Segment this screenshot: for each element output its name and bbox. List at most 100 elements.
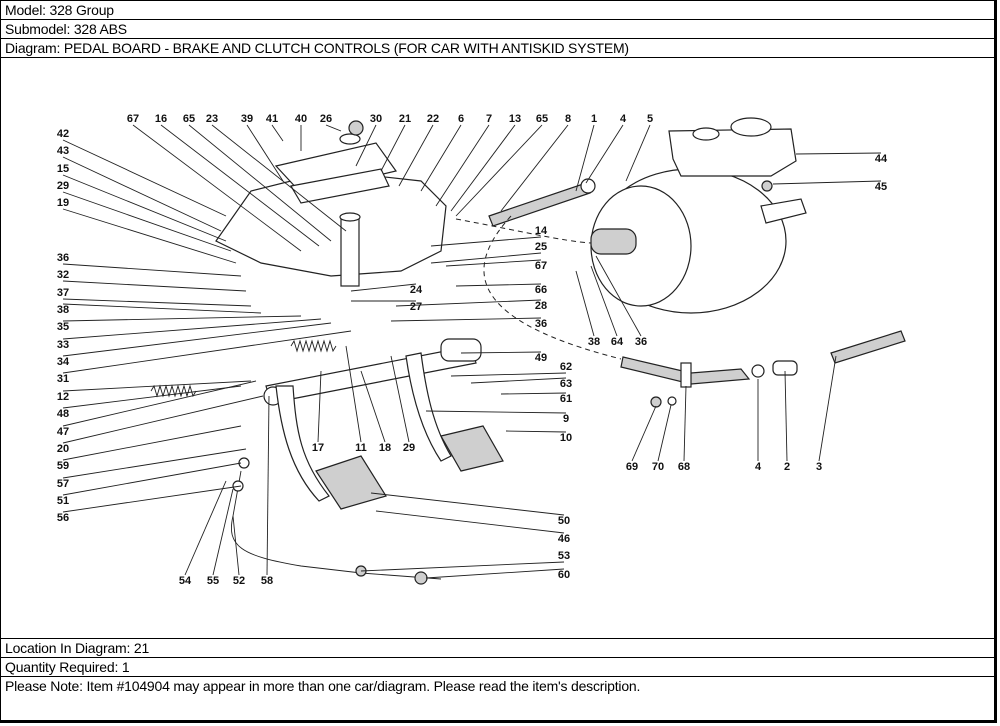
leader-line-left-14 bbox=[62, 385, 242, 409]
callout-top-2: 65 bbox=[183, 113, 195, 125]
callout-cr-16: 53 bbox=[558, 550, 570, 562]
leader-line-bst-5 bbox=[631, 405, 657, 462]
callout-left-6: 32 bbox=[57, 269, 69, 281]
callout-bot-2: 52 bbox=[233, 575, 245, 587]
leader-line-top-15 bbox=[500, 124, 569, 212]
callout-left-12: 31 bbox=[57, 373, 69, 385]
leader-line-bot-0 bbox=[184, 480, 227, 576]
leader-line-top-1 bbox=[160, 124, 320, 247]
leader-line-left-1 bbox=[62, 156, 222, 232]
leader-line-top-11 bbox=[420, 124, 462, 192]
leader-line-left-12 bbox=[62, 330, 352, 374]
assembly-dash-2 bbox=[483, 215, 622, 360]
callout-left-4: 19 bbox=[57, 197, 69, 209]
callout-bot-4: 17 bbox=[312, 442, 324, 454]
submodel-label: Submodel: 328 ABS bbox=[1, 20, 994, 39]
item-note: Please Note: Item #104904 may appear in … bbox=[5, 678, 641, 694]
model-label: Model: 328 Group bbox=[1, 1, 994, 20]
callout-bst-6: 70 bbox=[652, 461, 664, 473]
callout-top-9: 21 bbox=[399, 113, 411, 125]
leader-line-left-15 bbox=[62, 380, 257, 427]
leader-line-top-3 bbox=[211, 124, 347, 232]
callout-top-14: 65 bbox=[536, 113, 548, 125]
callout-bot-6: 18 bbox=[379, 442, 391, 454]
leader-line-bot-1 bbox=[212, 488, 234, 576]
callout-top-12: 7 bbox=[486, 113, 492, 125]
callout-bst-4: 36 bbox=[635, 336, 647, 348]
callout-top-13: 13 bbox=[509, 113, 521, 125]
callout-left-10: 33 bbox=[57, 339, 69, 351]
leader-line-top-0 bbox=[132, 124, 302, 252]
callout-cr-5: 27 bbox=[410, 301, 422, 313]
leader-line-cr-17 bbox=[425, 568, 565, 579]
return-spring-left bbox=[150, 384, 197, 398]
callout-cr-9: 62 bbox=[560, 361, 572, 373]
leader-line-left-13 bbox=[62, 380, 252, 392]
return-spring-center bbox=[290, 339, 337, 353]
vacuum-hose-upper bbox=[488, 178, 596, 227]
callout-cr-14: 50 bbox=[558, 515, 570, 527]
callout-bst-9: 2 bbox=[784, 461, 790, 473]
leader-line-top-14 bbox=[455, 124, 543, 217]
leader-line-left-6 bbox=[62, 280, 247, 292]
callout-top-18: 5 bbox=[647, 113, 653, 125]
leader-line-cr-10 bbox=[470, 377, 567, 384]
assembly-dash-1 bbox=[455, 218, 592, 244]
leader-line-left-5 bbox=[62, 263, 242, 277]
leader-line-top-2 bbox=[188, 124, 332, 242]
callout-cr-17: 60 bbox=[558, 569, 570, 581]
leader-line-cr-0 bbox=[430, 236, 542, 247]
callout-left-11: 34 bbox=[57, 356, 70, 368]
brake-booster bbox=[590, 168, 807, 314]
brake-pedal bbox=[405, 352, 504, 472]
leader-line-left-17 bbox=[62, 425, 242, 461]
leader-line-left-8 bbox=[62, 303, 262, 314]
clutch-pedal bbox=[275, 385, 387, 510]
callout-bst-5: 69 bbox=[626, 461, 638, 473]
leader-line-bst-1 bbox=[772, 180, 882, 185]
callout-top-8: 30 bbox=[370, 113, 382, 125]
leader-line-bst-2 bbox=[575, 270, 595, 337]
leader-line-left-19 bbox=[62, 462, 242, 496]
leader-line-top-13 bbox=[450, 124, 516, 212]
callout-bot-5: 11 bbox=[355, 442, 367, 454]
leader-line-cr-6 bbox=[395, 299, 542, 307]
leader-line-top-7 bbox=[325, 124, 342, 132]
callout-left-13: 12 bbox=[57, 391, 69, 403]
callout-bst-7: 68 bbox=[678, 461, 690, 473]
callout-cr-6: 28 bbox=[535, 300, 547, 312]
leader-line-cr-14 bbox=[370, 492, 565, 516]
callout-cr-4: 66 bbox=[535, 284, 547, 296]
callout-top-4: 39 bbox=[241, 113, 253, 125]
leader-line-left-3 bbox=[62, 191, 232, 252]
callout-cr-15: 46 bbox=[558, 533, 570, 545]
callout-top-0: 67 bbox=[127, 113, 139, 125]
callout-left-0: 42 bbox=[57, 128, 69, 140]
callout-top-6: 40 bbox=[295, 113, 307, 125]
leader-line-bot-2 bbox=[232, 515, 240, 576]
leader-line-left-18 bbox=[62, 448, 247, 479]
leader-line-cr-4 bbox=[455, 283, 542, 287]
callout-cr-13: 10 bbox=[560, 432, 572, 444]
callout-left-2: 15 bbox=[57, 163, 69, 175]
leader-line-bot-3 bbox=[266, 395, 270, 576]
callout-bst-0: 44 bbox=[875, 153, 888, 165]
leader-line-left-9 bbox=[62, 315, 302, 322]
leader-line-left-16 bbox=[62, 395, 264, 444]
callout-left-19: 51 bbox=[57, 495, 69, 507]
leader-line-left-11 bbox=[62, 322, 332, 357]
leader-line-left-20 bbox=[62, 485, 242, 513]
leader-line-cr-2 bbox=[445, 259, 542, 267]
pedal-box-housing bbox=[215, 120, 447, 287]
leader-line-top-17 bbox=[585, 124, 624, 184]
diagram-title: Diagram: PEDAL BOARD - BRAKE AND CLUTCH … bbox=[1, 39, 994, 58]
leader-line-top-4 bbox=[246, 124, 284, 182]
leader-line-bst-7 bbox=[683, 385, 687, 462]
leader-line-top-10 bbox=[398, 124, 434, 187]
callout-bot-1: 55 bbox=[207, 575, 219, 587]
callout-cr-10: 63 bbox=[560, 378, 572, 390]
leader-line-bst-0 bbox=[795, 152, 882, 155]
leader-line-bst-4 bbox=[595, 255, 642, 337]
callout-bst-10: 3 bbox=[816, 461, 822, 473]
